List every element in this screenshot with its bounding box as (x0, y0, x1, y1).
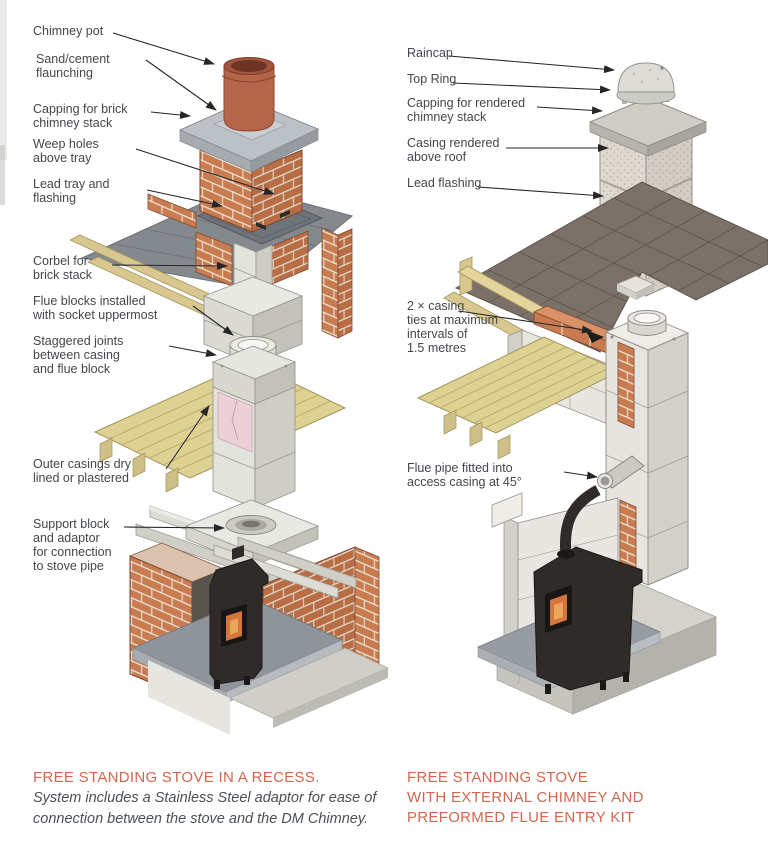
exploded-block (491, 492, 523, 528)
flue-opening (633, 312, 661, 324)
capping-rendered (588, 97, 708, 157)
flue-block (211, 336, 297, 405)
brick-stack-upper (199, 149, 303, 233)
stove-right (533, 485, 643, 694)
arrow-staggered-joints (168, 345, 217, 358)
label-staggered-joints: Staggered joints between casing and flue… (33, 334, 124, 376)
caption-body-left: System includes a Stainless Steel adapto… (33, 790, 377, 827)
joist-end (497, 434, 511, 460)
arrow-flaunching (145, 59, 217, 111)
label-capping-brick: Capping for brick chimney stack (33, 102, 128, 130)
arrow-chimney-pot (112, 32, 215, 65)
stove-pipe (559, 485, 601, 557)
joist-end (132, 452, 146, 478)
arrow-corbel (111, 261, 228, 270)
arrow-support-block (123, 523, 225, 532)
raincap (616, 62, 676, 105)
base-plinth (148, 647, 389, 735)
brick-course-floating-left (147, 193, 197, 229)
joist-end (469, 421, 483, 447)
arrow-outer-casings (165, 405, 210, 470)
label-outer-casings: Outer casings dry lined or plastered (33, 457, 131, 485)
label-weep-holes: Weep holes above tray (33, 137, 99, 165)
label-capping-rendered: Capping for rendered chimney stack (407, 96, 526, 124)
weep-hole (280, 210, 290, 218)
arrow-capping-rendered (536, 106, 603, 115)
brick-column-right (321, 227, 353, 339)
casing-column (212, 386, 296, 509)
caption-title-left: FREE STANDING STOVE IN A RECESS. (33, 769, 320, 786)
floor-boards-right (416, 336, 622, 460)
label-corbel: Corbel for brick stack (33, 254, 93, 282)
arrow-casing-ties (458, 310, 593, 334)
flue-pipe-45 (597, 455, 645, 489)
left-illustration (69, 57, 389, 735)
label-raincap: Raincap (407, 46, 453, 60)
arrow-lead-tray (146, 189, 223, 208)
rendered-chimney-base-tip (616, 275, 655, 300)
label-flue-pipe: Flue pipe fitted into access casing at 4… (407, 461, 522, 489)
label-casing-rendered: Casing rendered above roof (407, 136, 500, 164)
label-flaunching: Sand/cement flaunching (36, 52, 110, 80)
stove (209, 545, 269, 689)
label-lead-flashing: Lead flashing (407, 176, 482, 190)
label-support-block: Support block and adaptor for connection… (33, 517, 112, 573)
weep-hole (256, 222, 266, 230)
arrow-top-ring (452, 82, 611, 94)
label-chimney-pot: Chimney pot (33, 24, 104, 38)
arrow-flue-blocks (192, 305, 234, 336)
caption-title-right: FREE STANDING STOVE WITH EXTERNAL CHIMNE… (407, 769, 644, 826)
label-top-ring: Top Ring (407, 72, 457, 86)
arrow-weep-holes (135, 148, 275, 195)
leader-arrows (111, 32, 615, 532)
lintel-beams (213, 536, 357, 599)
arrow-flue-pipe (563, 471, 598, 480)
label-casing-ties: 2 × casing ties at maximum intervals of … (407, 299, 498, 355)
arrow-raincap (448, 55, 615, 74)
joist-end (165, 467, 179, 493)
arrow-lead-flashing (477, 186, 604, 200)
label-lead-tray: Lead tray and flashing (33, 177, 110, 205)
plastered-panel (217, 391, 253, 453)
chimney-pot (221, 57, 277, 132)
arrow-capping-brick (150, 111, 191, 119)
right-illustration (416, 62, 768, 715)
page-edge-artifact (0, 0, 7, 205)
label-flue-blocks: Flue blocks installed with socket upperm… (33, 294, 158, 322)
joist-end (99, 437, 113, 463)
joist-end (443, 409, 457, 435)
